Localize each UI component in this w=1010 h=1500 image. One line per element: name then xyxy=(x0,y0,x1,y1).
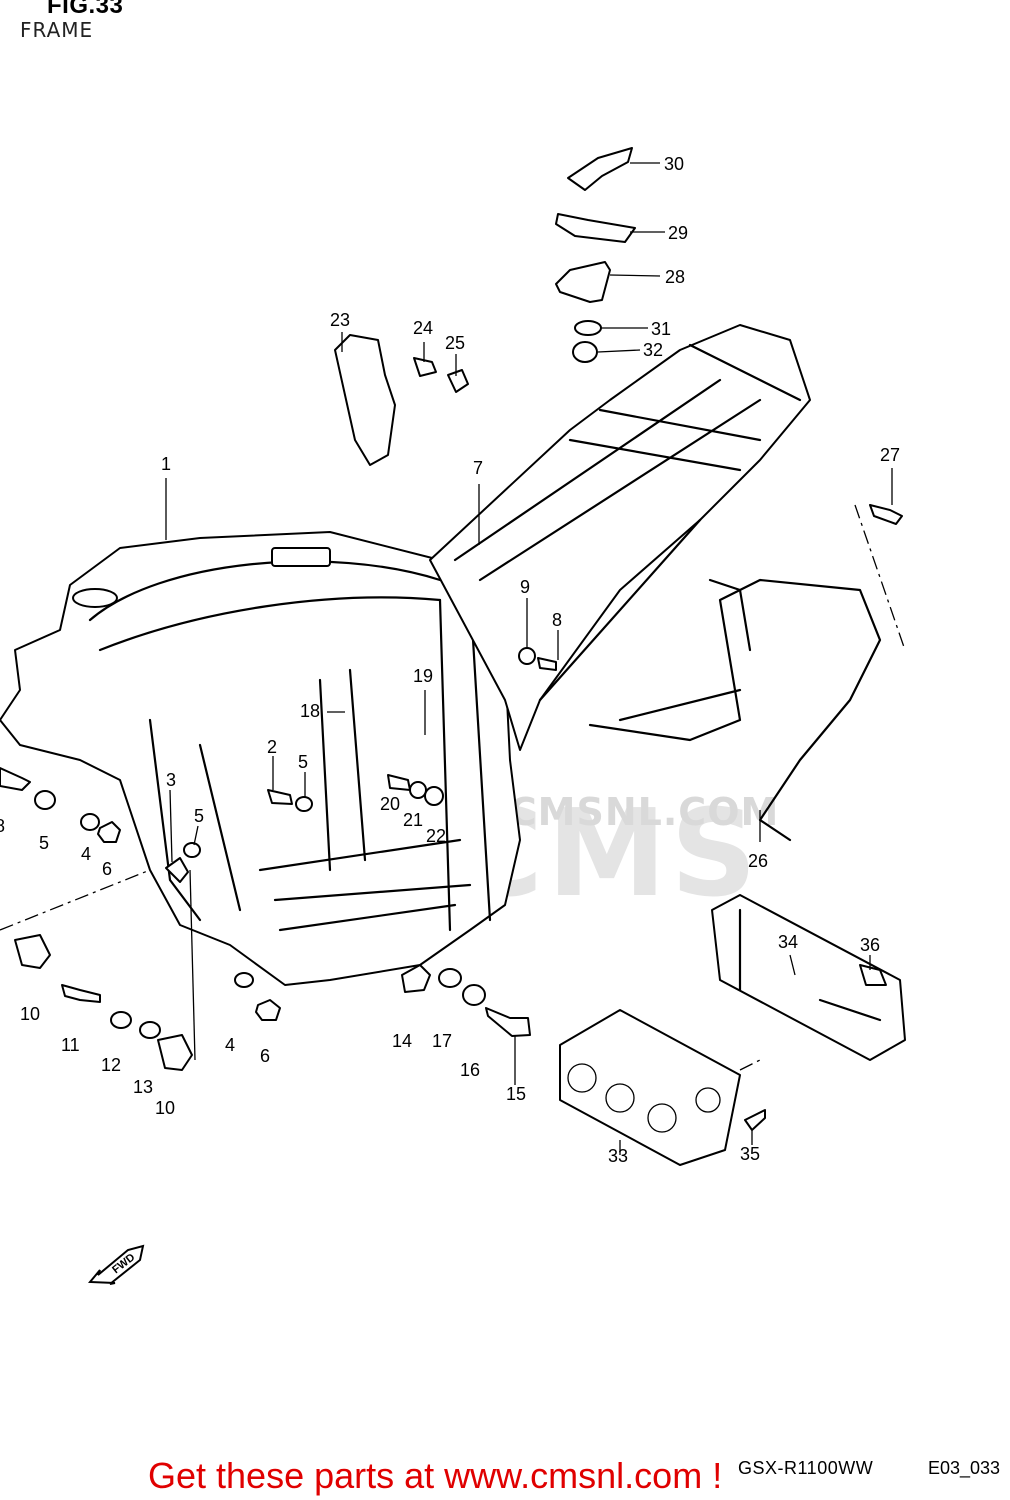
fwd-arrow: FWD xyxy=(87,1242,148,1292)
washer-21 xyxy=(409,781,427,799)
plate-10-b xyxy=(157,1034,193,1071)
callout-33: 33 xyxy=(608,1146,628,1166)
callout-25: 25 xyxy=(445,333,465,353)
callout-20: 20 xyxy=(380,794,400,814)
washer-4-left xyxy=(80,813,100,831)
plate-14 xyxy=(401,964,431,993)
callout-11: 11 xyxy=(61,1035,80,1055)
callout-14: 14 xyxy=(392,1031,412,1051)
callout-19: 19 xyxy=(413,666,433,686)
callout-21: 21 xyxy=(403,810,423,830)
callout-32: 32 xyxy=(643,340,663,360)
bolt-35 xyxy=(744,1109,766,1131)
model-code: GSX-R1100WW xyxy=(738,1458,874,1478)
callout-8: 8 xyxy=(552,610,562,630)
strap-30 xyxy=(567,147,633,191)
washer-4-b xyxy=(234,972,254,988)
bolt-11 xyxy=(61,984,101,1003)
bolt-8-left xyxy=(0,767,31,791)
callout-8: 8 xyxy=(0,816,5,836)
callout-24: 24 xyxy=(413,318,433,338)
seat-rail xyxy=(429,324,811,751)
callout-4: 4 xyxy=(81,844,91,864)
main-frame xyxy=(0,531,521,986)
washer-31 xyxy=(574,320,602,336)
washer-5-left xyxy=(34,790,56,810)
callout-27: 27 xyxy=(880,445,900,465)
callout-5: 5 xyxy=(194,806,204,826)
bolt-8-right xyxy=(537,657,557,671)
pad-29 xyxy=(555,213,636,243)
callout-2: 2 xyxy=(267,737,277,757)
leader-lines xyxy=(165,162,893,1155)
forward-arrow-icon: FWD xyxy=(87,1244,145,1285)
nut-32 xyxy=(572,341,598,363)
washer-16 xyxy=(462,984,486,1006)
callout-16: 16 xyxy=(460,1060,480,1080)
skid-plate-33 xyxy=(559,1009,741,1166)
callout-17: 17 xyxy=(432,1031,452,1051)
washer-12 xyxy=(110,1011,132,1029)
callout-29: 29 xyxy=(668,223,688,243)
washer-17 xyxy=(438,968,462,988)
figure-subtitle: FRAME xyxy=(20,18,94,42)
washer-22 xyxy=(424,786,444,806)
bolt-2 xyxy=(267,789,293,805)
callout-18: 18 xyxy=(300,701,320,721)
callout-23: 23 xyxy=(330,310,350,330)
callout-6: 6 xyxy=(260,1046,270,1066)
callout-4: 4 xyxy=(225,1035,235,1055)
parts-link[interactable]: Get these parts at www.cmsnl.com ! xyxy=(148,1455,723,1496)
washer-9 xyxy=(518,647,536,665)
plate-28 xyxy=(555,261,611,303)
bolt-24 xyxy=(413,357,437,377)
callout-5: 5 xyxy=(39,833,49,853)
callout-31: 31 xyxy=(651,319,671,339)
callout-7: 7 xyxy=(473,458,483,478)
callout-36: 36 xyxy=(860,935,880,955)
callout-1: 1 xyxy=(161,454,171,474)
plate-10-a xyxy=(14,934,51,969)
callout-13: 13 xyxy=(133,1077,153,1097)
callout-30: 30 xyxy=(664,154,684,174)
callout-10: 10 xyxy=(20,1004,40,1024)
diagram-code: E03_033 xyxy=(928,1458,1001,1478)
callout-6: 6 xyxy=(102,859,112,879)
washer-5-mid xyxy=(183,842,201,858)
reference-line xyxy=(0,869,151,931)
callout-15: 15 xyxy=(506,1084,526,1104)
callout-10: 10 xyxy=(155,1098,175,1118)
bolt-3 xyxy=(165,857,189,883)
figure-title: FIG.33 xyxy=(47,0,124,19)
callout-5: 5 xyxy=(298,752,308,772)
reference-line xyxy=(854,504,906,651)
callout-22: 22 xyxy=(426,826,446,846)
callout-28: 28 xyxy=(665,267,685,287)
bolt-36 xyxy=(859,964,887,986)
callout-labels: 30 29 28 23 24 25 31 32 1 7 27 9 8 19 18… xyxy=(0,154,900,1166)
guard-34 xyxy=(711,894,906,1061)
bolt-27 xyxy=(869,504,903,525)
reference-line xyxy=(739,1059,761,1071)
washer-5-upper xyxy=(295,796,313,812)
callout-9: 9 xyxy=(520,577,530,597)
nut-6-b xyxy=(255,999,281,1021)
bracket-23 xyxy=(334,334,396,466)
callout-3: 3 xyxy=(166,770,176,790)
side-stay-26 xyxy=(588,578,882,842)
bolt-15 xyxy=(485,1007,531,1037)
callout-26: 26 xyxy=(748,851,768,871)
callout-34: 34 xyxy=(778,932,798,952)
washer-13 xyxy=(139,1021,161,1039)
cap-25 xyxy=(447,369,469,393)
nut-6-left xyxy=(97,821,121,843)
callout-35: 35 xyxy=(740,1144,760,1164)
callout-12: 12 xyxy=(101,1055,121,1075)
